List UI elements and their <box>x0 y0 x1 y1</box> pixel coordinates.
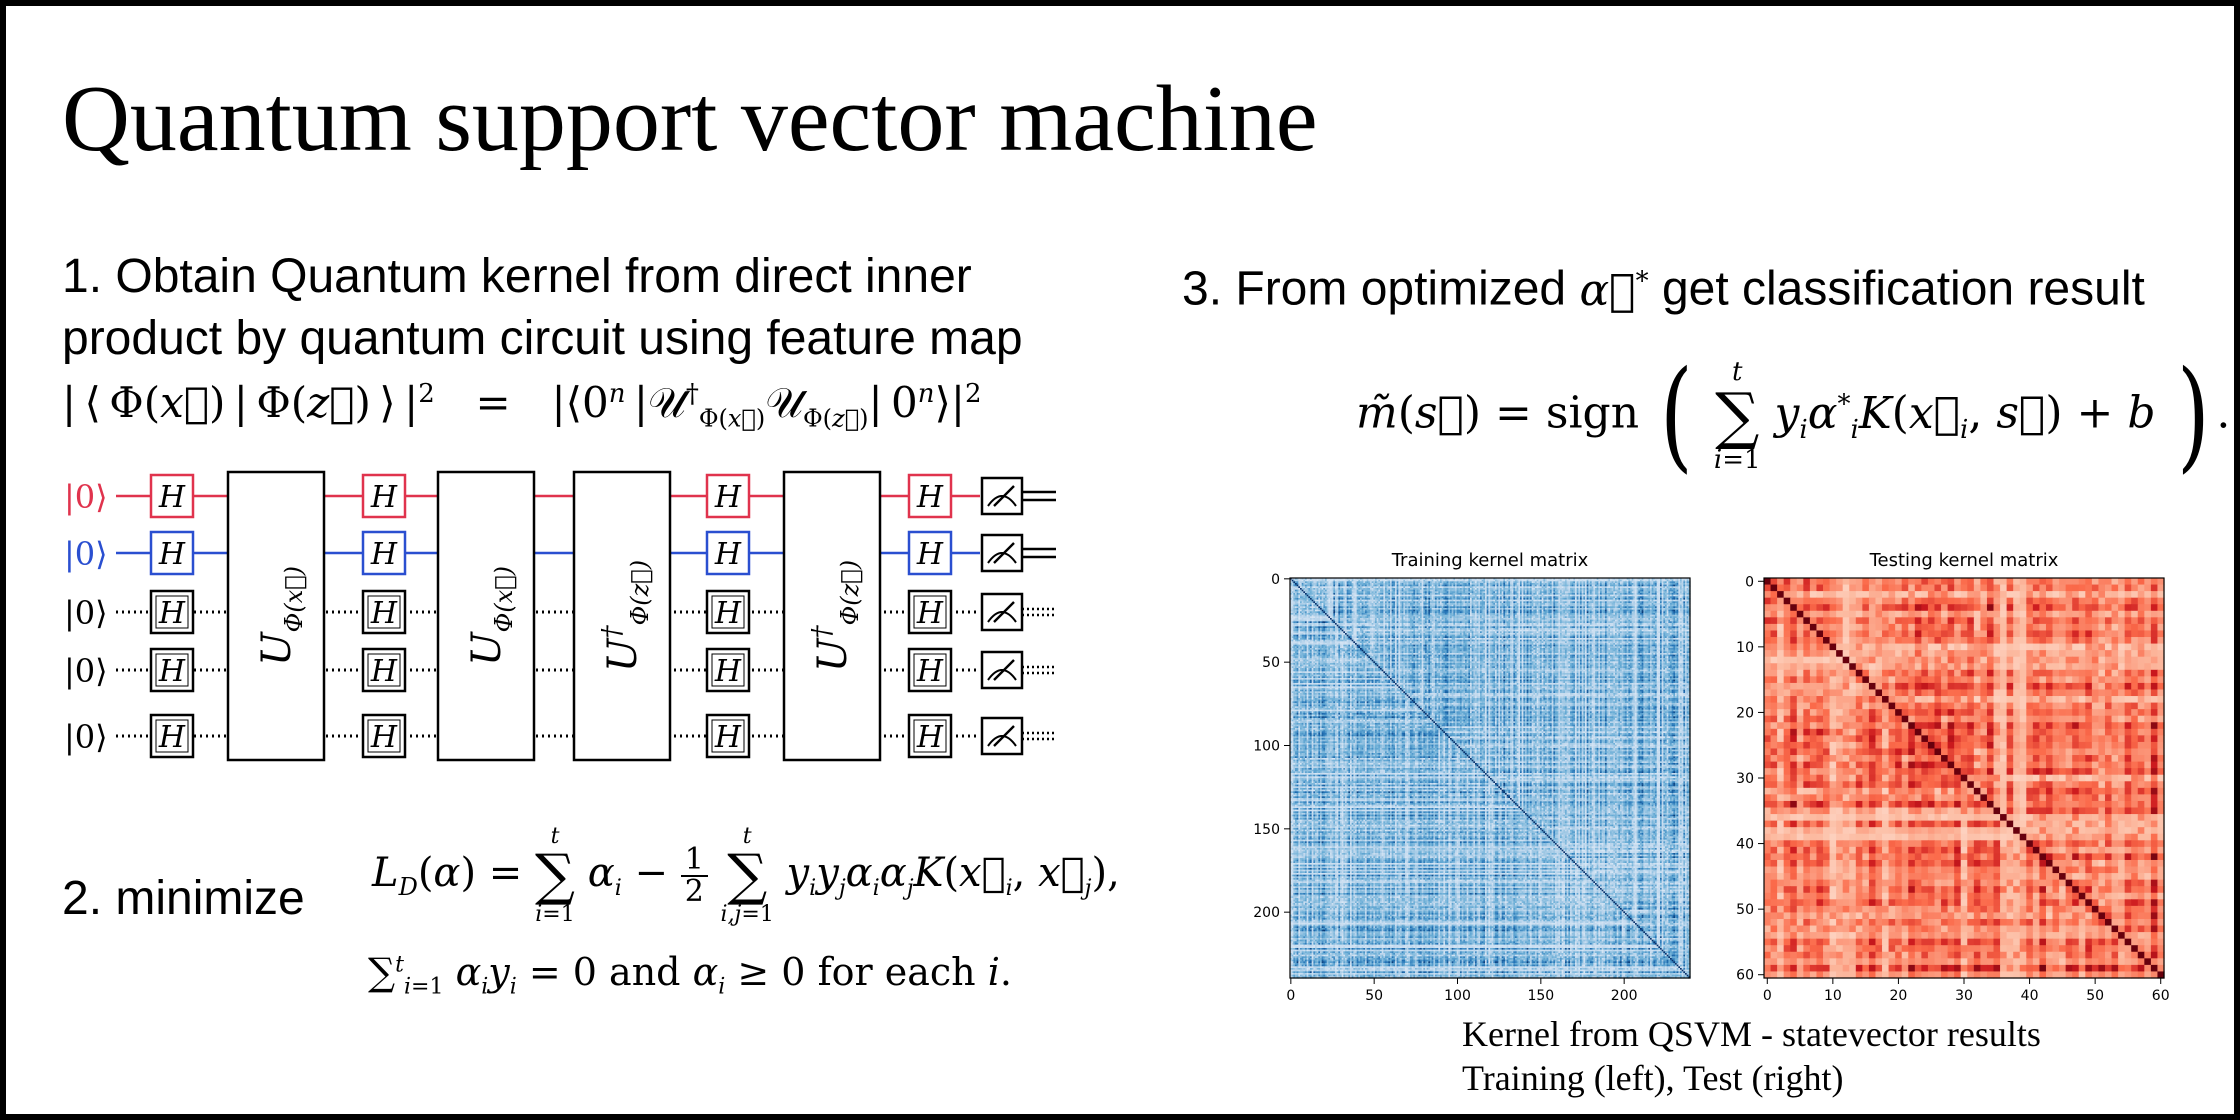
x-tick-label: 100 <box>1444 988 1471 1004</box>
step3-line: 3. From optimized α⃗* get classification… <box>1182 250 2145 322</box>
y-tick-label: 20 <box>1736 705 1754 721</box>
hadamard-gate-label: H <box>370 596 398 631</box>
step3-suffix: get classification result <box>1662 263 2145 316</box>
hadamard-gate-label: H <box>916 720 944 755</box>
hadamard-gate-label: H <box>158 596 186 631</box>
dual-constraint-equation: ∑ti=1 αiyi = 0 and αi ≥ 0 for each i. <box>368 950 1012 1000</box>
caption-line1: Kernel from QSVM - statevector results <box>1462 1012 2041 1056</box>
x-tick-label: 40 <box>2021 988 2039 1004</box>
alpha-star-symbol: α⃗* <box>1579 265 1648 316</box>
x-tick-label: 0 <box>1763 988 1772 1004</box>
hadamard-gate-label: H <box>916 654 944 689</box>
ket-zero-label: |0⟩ <box>64 718 108 756</box>
hadamard-gate-label: H <box>158 654 186 689</box>
ket-zero-label: |0⟩ <box>64 652 108 690</box>
y-tick-label: 100 <box>1253 739 1280 755</box>
feature-map-unitary-block <box>574 472 670 760</box>
hadamard-gate-label: H <box>370 480 398 515</box>
hadamard-gate-label: H <box>714 596 742 631</box>
heatmap-cells <box>1290 578 1691 979</box>
caption-line2: Training (left), Test (right) <box>1462 1056 2041 1100</box>
x-tick-label: 50 <box>2086 988 2104 1004</box>
x-tick-label: 50 <box>1365 988 1383 1004</box>
y-tick-label: 150 <box>1253 822 1280 838</box>
hadamard-gate-label: H <box>370 720 398 755</box>
y-tick-label: 40 <box>1736 837 1754 853</box>
hadamard-gate-label: H <box>714 654 742 689</box>
hadamard-gate-label: H <box>370 537 398 572</box>
feature-map-unitary-block <box>784 472 880 760</box>
y-tick-label: 60 <box>1736 968 1754 984</box>
classification-equation: m̃(s⃗) = sign ( t ∑ i=1 yiα*iK(x⃗i, s⃗) … <box>1356 356 2230 476</box>
x-tick-label: 10 <box>1824 988 1842 1004</box>
x-tick-label: 150 <box>1527 988 1554 1004</box>
feature-map-unitary-block <box>228 472 324 760</box>
heatmap-cells <box>1764 578 2165 979</box>
x-tick-label: 20 <box>1890 988 1908 1004</box>
ket-zero-label: |0⟩ <box>64 594 108 632</box>
y-tick-label: 30 <box>1736 771 1754 787</box>
y-tick-label: 200 <box>1253 905 1280 921</box>
hadamard-gate-label: H <box>714 537 742 572</box>
hadamard-gate-label: H <box>158 480 186 515</box>
x-tick-label: 200 <box>1611 988 1638 1004</box>
y-tick-label: 0 <box>1271 572 1280 588</box>
hadamard-gate-label: H <box>158 537 186 572</box>
y-tick-label: 50 <box>1736 902 1754 918</box>
hadamard-gate-label: H <box>916 480 944 515</box>
hadamard-gate-label: H <box>714 480 742 515</box>
hadamard-gate-label: H <box>916 537 944 572</box>
dual-objective-equation: LD(α) = t ∑ i=1 αi − 1 2 t ∑ i,j=1 yiyjα… <box>372 826 1120 926</box>
y-tick-label: 10 <box>1736 640 1754 656</box>
heatmap-title: Testing kernel matrix <box>1869 550 2059 571</box>
feature-map-unitary-block <box>438 472 534 760</box>
ket-zero-label: |0⟩ <box>64 478 108 516</box>
x-tick-label: 30 <box>1955 988 1973 1004</box>
x-tick-label: 0 <box>1286 988 1295 1004</box>
hadamard-gate-label: H <box>370 654 398 689</box>
step2-label: 2. minimize <box>62 868 305 930</box>
hadamard-gate-label: H <box>158 720 186 755</box>
y-tick-label: 50 <box>1262 655 1280 671</box>
x-tick-label: 60 <box>2152 988 2170 1004</box>
figure-caption: Kernel from QSVM - statevector results T… <box>1462 1012 2041 1100</box>
heatmap-title: Training kernel matrix <box>1391 550 1589 571</box>
ket-zero-label: |0⟩ <box>64 535 108 573</box>
hadamard-gate-label: H <box>916 596 944 631</box>
step3-prefix: 3. From optimized <box>1182 263 1566 316</box>
hadamard-gate-label: H <box>714 720 742 755</box>
y-tick-label: 0 <box>1745 574 1754 590</box>
